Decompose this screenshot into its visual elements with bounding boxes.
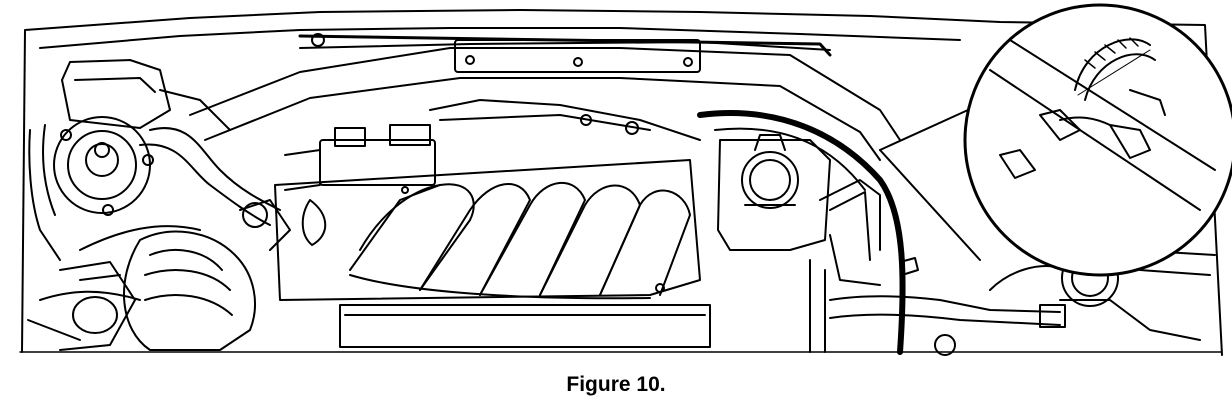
throttle-body: [285, 100, 700, 193]
strut-mount-icon: [29, 60, 170, 260]
brake-lines: [810, 180, 1065, 355]
figure-caption: Figure 10.: [566, 373, 666, 396]
cowl-crossmember: [190, 34, 900, 160]
hose-clamp-icon: [990, 38, 1215, 210]
detail-callout: [880, 5, 1232, 275]
mounting-bracket: [455, 40, 700, 72]
intake-manifold-icon: [275, 160, 710, 347]
air-intake-duct-icon: [60, 200, 290, 350]
reservoir-cap-icon: [718, 135, 830, 250]
hose-routing: [28, 90, 280, 340]
radiator-hose: [700, 113, 918, 352]
engine-bay-diagram: [0, 0, 1232, 370]
